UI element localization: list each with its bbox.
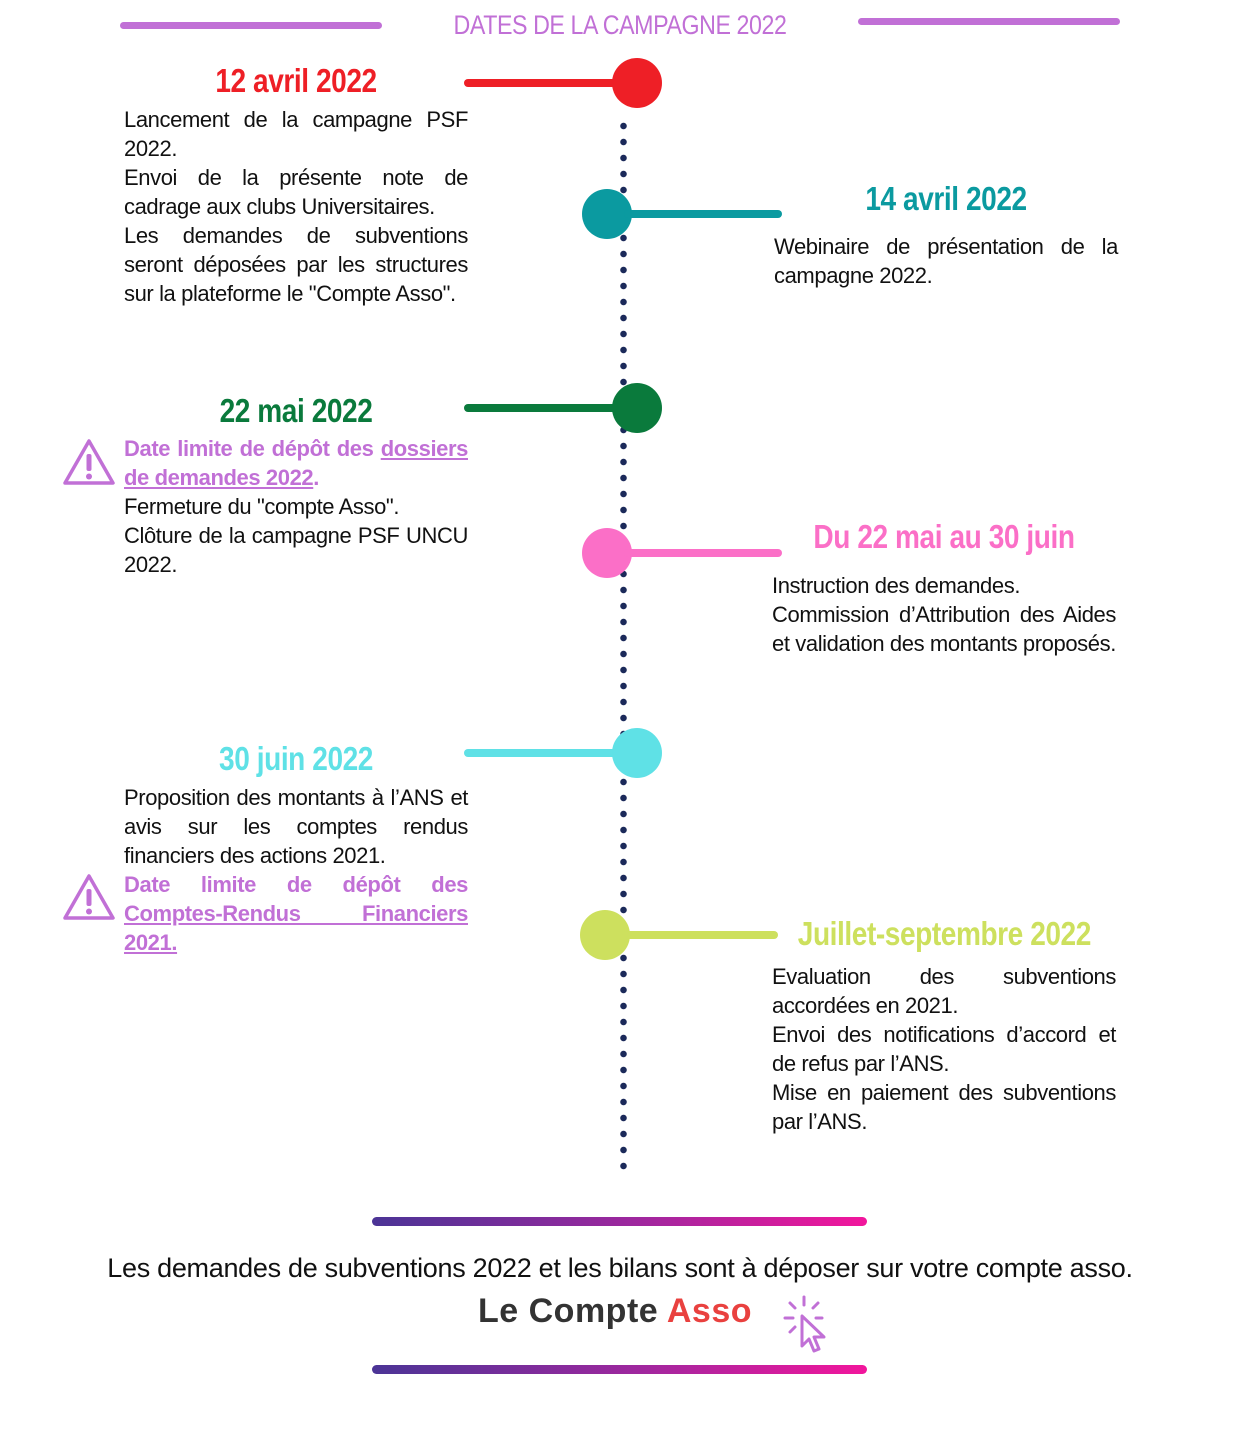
event-line: Fermeture du "compte Asso". (124, 494, 400, 519)
logo-text-part1: Le Compte (478, 1292, 659, 1330)
footer-bar-top (372, 1217, 867, 1226)
footer-bar-bottom (372, 1365, 867, 1374)
deadline-warning: Date limite de dépôt des Comptes-Rendus … (124, 870, 468, 957)
event-date-2: 14 avril 2022 (865, 180, 1027, 217)
timeline-node-5 (612, 728, 662, 778)
timeline-node-6 (580, 910, 630, 960)
logo-text-part2: Asso (666, 1292, 753, 1330)
event-description-1: Lancement de la campagne PSF 2022. Envoi… (124, 105, 468, 308)
compte-asso-logo[interactable]: Le Compte Asso (478, 1292, 752, 1331)
cursor-click-icon (783, 1295, 826, 1353)
timeline-connector-1 (464, 79, 624, 87)
event-line: Webinaire de présentation de la campagne… (774, 234, 1118, 288)
event-date-4: Du 22 mai au 30 juin (813, 518, 1075, 555)
event-line: Evaluation des subventions accordées en … (772, 964, 1116, 1018)
timeline-dotted-line (620, 118, 627, 1174)
warning-link[interactable]: dossiers de demandes 2022 (124, 436, 468, 490)
deadline-warning: Date limite de dépôt des dossiers de dem… (124, 434, 468, 492)
timeline-connector-6 (622, 931, 778, 939)
header-bar-left (120, 22, 382, 29)
warning-link[interactable]: Comptes-Rendus Financiers 2021. (124, 901, 468, 955)
event-date-6: Juillet-septembre 2022 (797, 915, 1092, 952)
warning-text: Date limite de dépôt des (124, 436, 381, 461)
event-description-3: Date limite de dépôt des dossiers de dem… (124, 434, 468, 579)
event-date-3: 22 mai 2022 (219, 392, 373, 429)
event-description-5: Proposition des montants à l’ANS et avis… (124, 783, 468, 957)
event-date-5: 30 juin 2022 (219, 740, 373, 777)
warning-icon (63, 874, 115, 920)
event-line: Les demandes de subventions seront dépos… (124, 223, 468, 306)
timeline-connector-4 (624, 549, 782, 557)
event-line: Envoi de la présente note de cadrage aux… (124, 165, 468, 219)
event-line: Lancement de la campagne PSF 2022. (124, 107, 468, 161)
timeline-connector-2 (624, 210, 782, 218)
footer-text: Les demandes de subventions 2022 et les … (107, 1253, 1133, 1283)
timeline-connector-3 (464, 404, 624, 412)
event-line: Instruction des demandes. (772, 573, 1021, 598)
event-line: Clôture de la campagne PSF UNCU 2022. (124, 523, 468, 577)
event-description-6: Evaluation des subventions accordées en … (772, 962, 1116, 1136)
page-title: DATES DE LA CAMPAGNE 2022 (453, 10, 787, 40)
event-line: Commission d’Attribution des Aides et va… (772, 602, 1116, 656)
event-line: Proposition des montants à l’ANS et avis… (124, 785, 468, 868)
timeline-connector-5 (464, 749, 624, 757)
event-description-2: Webinaire de présentation de la campagne… (774, 232, 1118, 290)
warning-suffix: . (313, 465, 319, 490)
event-line: Mise en paiement des subventions par l’A… (772, 1080, 1116, 1134)
timeline-node-1 (612, 58, 662, 108)
event-line: Envoi des notifications d’accord et de r… (772, 1022, 1116, 1076)
event-description-4: Instruction des demandes. Commission d’A… (772, 571, 1116, 658)
timeline-node-2 (582, 189, 632, 239)
timeline-node-3 (612, 383, 662, 433)
timeline-node-4 (582, 528, 632, 578)
event-date-1: 12 avril 2022 (215, 62, 377, 99)
warning-text: Date limite de dépôt des (124, 872, 468, 897)
warning-icon (63, 439, 115, 485)
header-bar-right (858, 18, 1120, 25)
